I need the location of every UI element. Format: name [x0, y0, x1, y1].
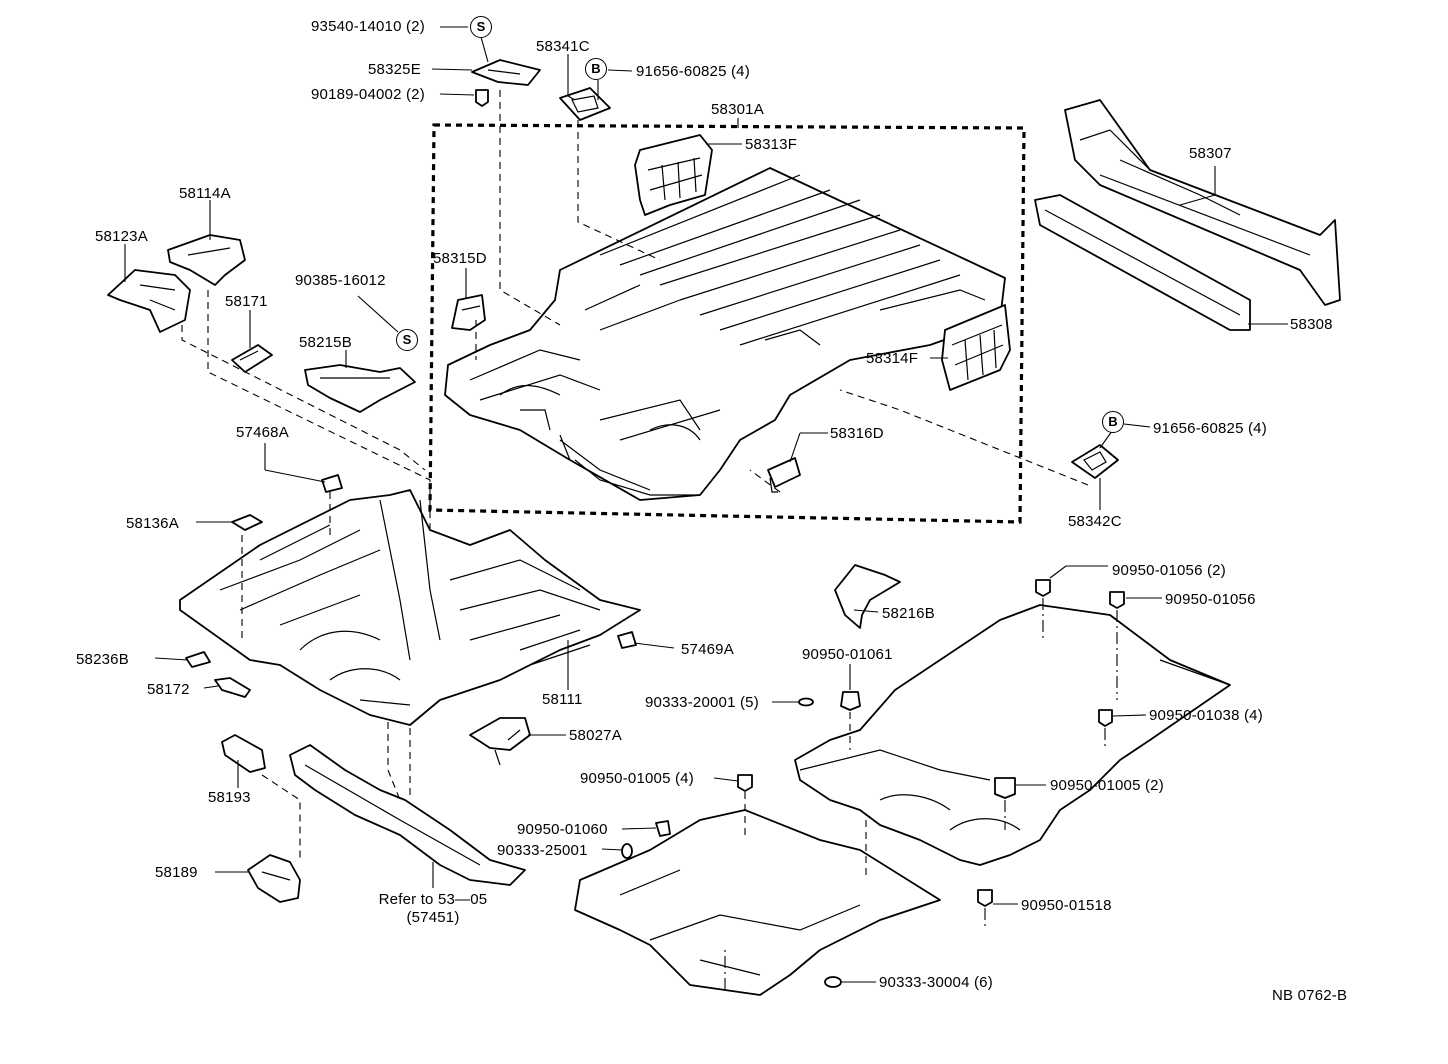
label-93540-14010: 93540-14010 (2)	[311, 18, 425, 35]
clip-58136A	[231, 514, 263, 531]
bracket-58313F	[634, 134, 713, 216]
plug-90950-01061	[840, 691, 861, 711]
plate-58325E	[471, 59, 541, 86]
label-90333-30004: 90333-30004 (6)	[879, 974, 993, 991]
label-58172: 58172	[147, 681, 190, 698]
label-58123A: 58123A	[95, 228, 148, 245]
hole-plug-90333-25001	[621, 843, 633, 859]
pad-58171	[231, 344, 273, 373]
front-floor-silencer	[574, 809, 941, 996]
label-90950-01056: 90950-01056	[1165, 591, 1256, 608]
crossmember-58307	[1064, 99, 1341, 306]
label-90333-25001: 90333-25001	[497, 842, 588, 859]
label-91656-60825: 91656-60825 (4)	[636, 63, 750, 80]
heat-shield-58215B	[304, 364, 416, 413]
label-58236B: 58236B	[76, 651, 129, 668]
rear-floor-pan-58301A	[444, 167, 1006, 501]
plug-90950-01056a	[1035, 579, 1051, 597]
crossmember-57451	[289, 744, 526, 886]
label-58193: 58193	[208, 789, 251, 806]
bracket-58123A	[107, 269, 191, 333]
label-58027A: 58027A	[569, 727, 622, 744]
bracket-58193	[221, 734, 266, 773]
crossmember-58308	[1034, 194, 1251, 331]
assembly-lines	[181, 90, 1118, 990]
assembly-box-58301A	[428, 123, 1026, 524]
leader-lines	[124, 26, 1288, 983]
label-58307: 58307	[1189, 145, 1232, 162]
clip-57468A	[321, 474, 343, 493]
bracket-58189	[247, 854, 301, 903]
label-58216B: 58216B	[882, 605, 935, 622]
hole-plug-90333-30004	[824, 976, 842, 988]
label-58111: 58111	[542, 691, 583, 708]
bracket-58315D	[451, 294, 486, 331]
label-91656-60825: 91656-60825 (4)	[1153, 420, 1267, 437]
label-58341C: 58341C	[536, 38, 590, 55]
label-57468A: 57468A	[236, 424, 289, 441]
label-58114A: 58114A	[179, 185, 231, 202]
label-58313F: 58313F	[745, 136, 798, 153]
bracket-58342C	[1071, 444, 1119, 479]
symbol-s: S	[470, 16, 492, 38]
bracket-58172	[214, 677, 251, 698]
label-57469A: 57469A	[681, 641, 734, 658]
plug-90950-01005b	[994, 777, 1016, 799]
label-58189: 58189	[155, 864, 198, 881]
insulator-58216B	[834, 564, 901, 629]
label-90950-01056-2: 90950-01056 (2)	[1112, 562, 1226, 579]
label-refer-to: Refer to 53—05	[378, 891, 488, 908]
bracket-58027A	[469, 717, 531, 766]
symbol-b: B	[1102, 411, 1124, 433]
hole-plug-90333-20001	[798, 697, 814, 707]
clip-90189-04002	[475, 89, 489, 107]
label-90385-16012: 90385-16012	[295, 272, 386, 289]
label-58342C: 58342C	[1068, 513, 1122, 530]
symbol-s: S	[396, 329, 418, 351]
bracket-58314F	[941, 304, 1011, 391]
label-90333-20001: 90333-20001 (5)	[645, 694, 759, 711]
label-58215B: 58215B	[299, 334, 352, 351]
diagram-code: NB 0762-B	[1272, 987, 1348, 1004]
clip-57469A	[617, 631, 637, 649]
label-58136A: 58136A	[126, 515, 179, 532]
symbol-b: B	[585, 58, 607, 80]
label-90189-04002: 90189-04002 (2)	[311, 86, 425, 103]
label-58314F: 58314F	[866, 350, 919, 367]
rear-floor-silencer	[794, 604, 1231, 866]
label-90950-01061: 90950-01061	[802, 646, 893, 663]
label-58325E: 58325E	[368, 61, 421, 78]
bracket-58316D	[767, 457, 801, 493]
label-90950-01005-4: 90950-01005 (4)	[580, 770, 694, 787]
label-58171: 58171	[225, 293, 268, 310]
label-90950-01060: 90950-01060	[517, 821, 608, 838]
label-58315D: 58315D	[433, 250, 487, 267]
label-58308: 58308	[1290, 316, 1333, 333]
label-90950-01518: 90950-01518	[1021, 897, 1112, 914]
label-90950-01038: 90950-01038 (4)	[1149, 707, 1263, 724]
plug-90950-01038	[1098, 709, 1113, 727]
label-57451: (57451)	[406, 909, 460, 926]
label-58301A: 58301A	[711, 101, 764, 118]
plug-90950-01518	[977, 889, 993, 907]
front-floor-pan-58111	[179, 489, 641, 726]
bracket-58114A	[167, 234, 246, 286]
plug-90950-01060	[655, 820, 671, 837]
plug-90950-01056b	[1109, 591, 1125, 609]
clip-58236B	[185, 651, 211, 668]
plug-90950-01005a	[737, 774, 753, 792]
label-58316D: 58316D	[830, 425, 884, 442]
label-90950-01005-2: 90950-01005 (2)	[1050, 777, 1164, 794]
